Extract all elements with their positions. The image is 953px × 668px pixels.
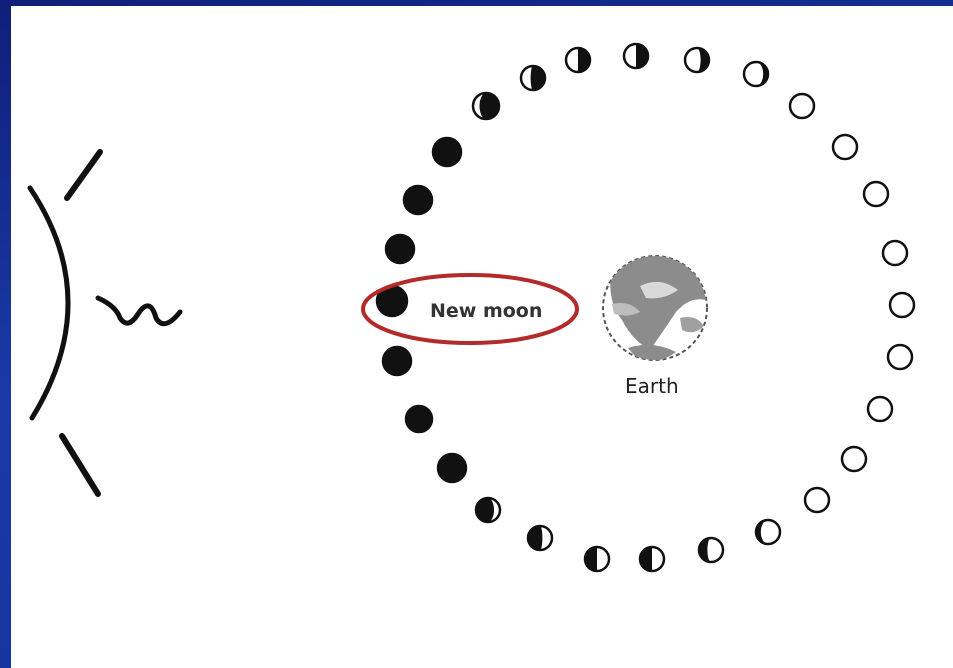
earth-icon [603,256,707,363]
moon-phase-icon [685,48,709,72]
moon-phase-icon [890,293,914,317]
moon-phase-icon [805,488,829,512]
moon-phase-icon [842,447,866,471]
moon-phase-icon [433,138,461,166]
moon-phase-icon [404,186,432,214]
moon-phase-icon [744,62,768,86]
sun-arc [30,188,68,418]
earth-label: Earth [625,374,679,398]
moon-phase-icon [566,48,590,72]
moon-phase-icon [473,93,499,119]
sun-icon [30,152,180,494]
moon-phase-icon [476,498,500,522]
sun-ray-top [67,152,100,198]
moon-phase-icon [790,94,814,118]
moon-phase-icon [883,241,907,265]
moon-phase-icon [386,235,414,263]
moon-phase-icon [888,345,912,369]
new-moon-label: New moon [430,300,542,322]
moon-phase-icon [528,526,552,550]
moon-phase-icon [640,547,664,571]
moon-phase-icon [521,66,545,90]
moon-phase-icon [864,182,888,206]
sun-ray-bottom [62,436,98,494]
moon-phase-icon [406,406,432,432]
moon-phase-icon [383,347,411,375]
sun-ray-wavy [98,298,180,324]
moon-phase-icon [699,538,723,562]
moon-phase-icon [585,547,609,571]
moon-phase-icon [868,397,892,421]
moon-phase-icon [756,520,780,544]
moon-phase-icon [833,135,857,159]
moon-phase-icon [438,454,466,482]
moon-phase-icon [624,44,648,68]
